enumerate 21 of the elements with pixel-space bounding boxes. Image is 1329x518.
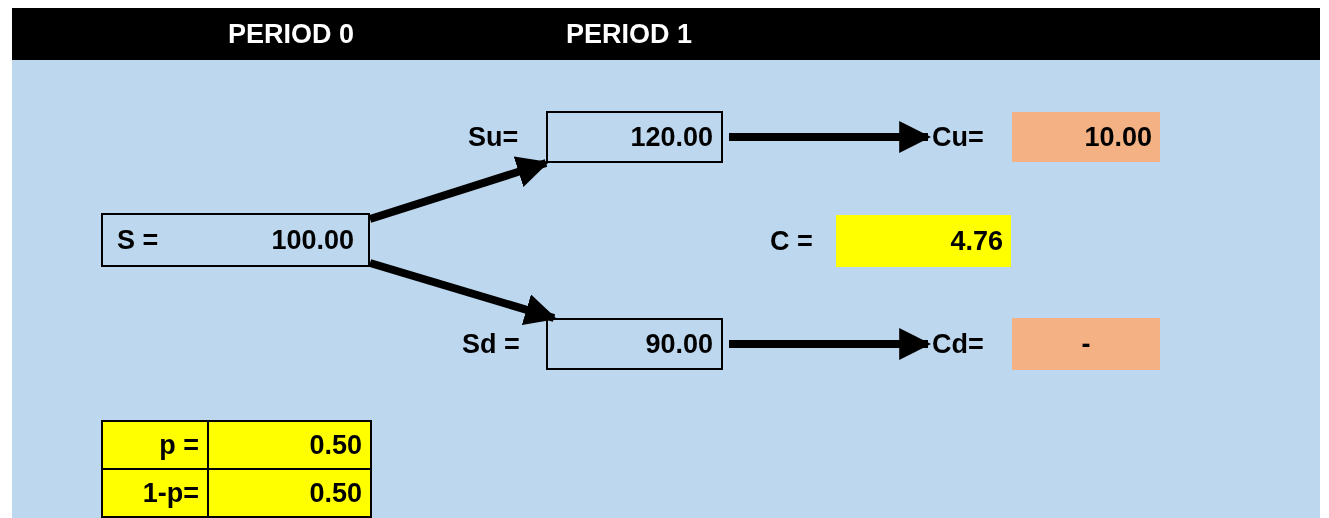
field-label: Cu= bbox=[932, 120, 984, 154]
arrow bbox=[368, 259, 558, 326]
value-box: 10.00 bbox=[1012, 112, 1160, 162]
value-box bbox=[101, 213, 370, 267]
field-label: Cd= bbox=[932, 327, 984, 361]
column-heading: PERIOD 1 bbox=[566, 19, 693, 50]
field-label: S = bbox=[117, 223, 159, 257]
value-box: - bbox=[1012, 318, 1160, 370]
field-label: Su= bbox=[468, 120, 519, 154]
value-box: 90.00 bbox=[546, 318, 723, 370]
table-cell: 1-p= bbox=[101, 468, 209, 518]
table-cell: p = bbox=[101, 420, 209, 470]
field-label: C = bbox=[770, 224, 813, 258]
value-text: 100.00 bbox=[271, 223, 354, 257]
column-heading: PERIOD 0 bbox=[228, 19, 355, 50]
arrow bbox=[368, 156, 550, 223]
value-box: 120.00 bbox=[546, 111, 723, 163]
table-cell: 0.50 bbox=[207, 420, 372, 470]
table-cell: 0.50 bbox=[207, 468, 372, 518]
value-box: 4.76 bbox=[836, 215, 1011, 267]
field-label: Sd = bbox=[462, 327, 520, 361]
